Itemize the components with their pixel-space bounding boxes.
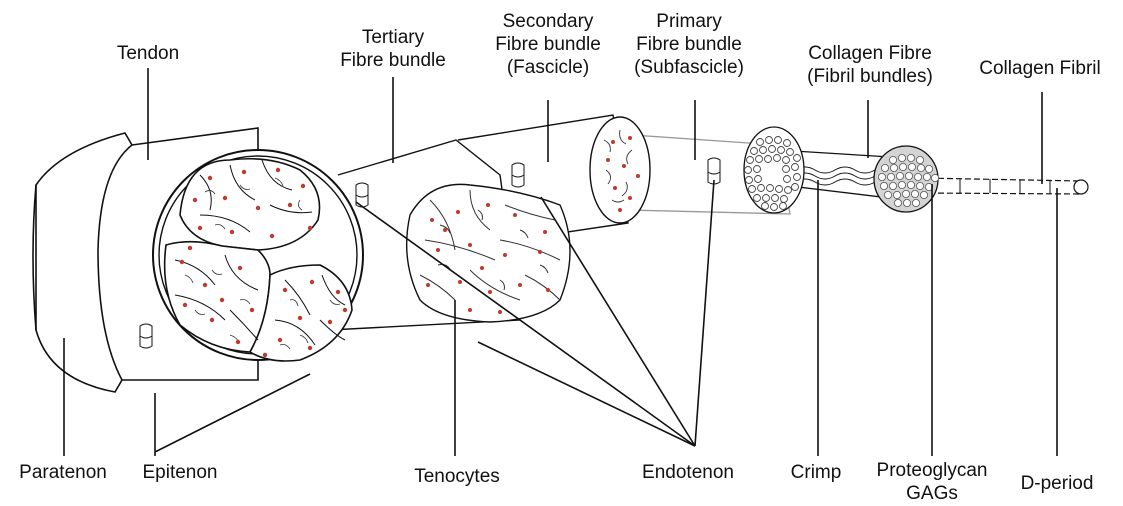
label-crimp: Crimp: [791, 461, 842, 484]
label-paratenon: Paratenon: [19, 461, 107, 484]
label-endotenon: Endotenon: [642, 461, 734, 484]
label-epitenon: Epitenon: [142, 461, 217, 484]
collagen-fibril: [920, 178, 1088, 194]
label-collagen-fibril: Collagen Fibril: [979, 57, 1100, 80]
label-tenocytes: Tenocytes: [414, 465, 500, 488]
tendon-body: [120, 128, 363, 380]
label-d-period: D-period: [1021, 472, 1094, 495]
primary-fibre-bundle: [628, 127, 804, 214]
label-collagen-fibre: Collagen Fibre(Fibril bundles): [807, 42, 933, 88]
label-tendon: Tendon: [117, 42, 179, 65]
